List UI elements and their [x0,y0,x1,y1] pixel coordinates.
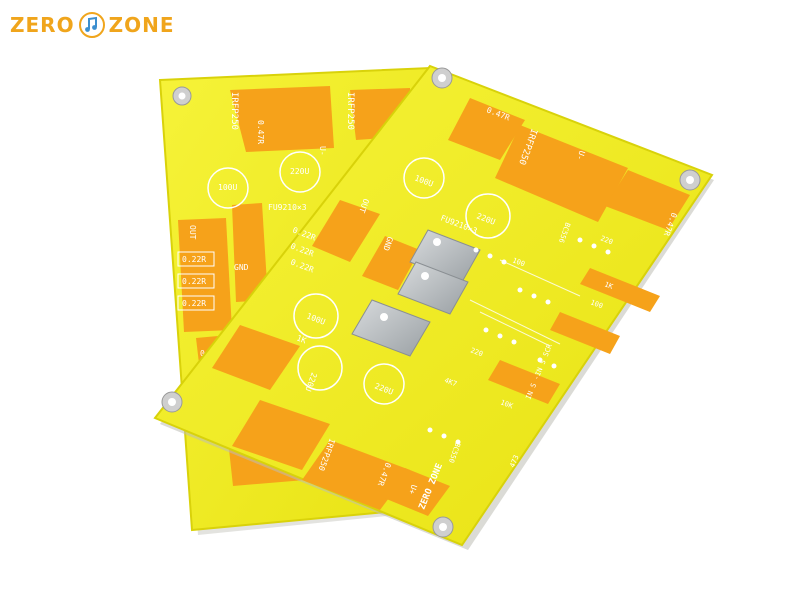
back-res-outline-1 [177,251,215,267]
back-cap-220u-outline [279,151,321,193]
brand-word-left: ZERO [10,13,75,37]
back-u-minus: U- [318,146,327,156]
front-r1k: 1K [603,280,614,291]
front-u-minus: U- [575,149,587,161]
front-heatsink-pad-3 [351,299,431,357]
back-copper-top [230,86,334,152]
brand-word-right: ZONE [108,13,175,37]
front-heatsink-hole-1 [433,238,441,246]
front-copper-zone [384,468,450,516]
front-cap-220u-low-outline [363,363,405,405]
brand-logo: ZERO ZONE [10,8,174,42]
front-traces [469,259,581,347]
front-copper-pad-2 [550,312,620,354]
front-copper-top-right [605,170,690,230]
back-copper-gnd [232,203,268,302]
back-cap-100u: 100U [218,183,237,192]
front-copper-top-left [448,98,525,160]
music-note-icon [78,12,105,38]
front-copper-bottom [302,440,410,510]
back-mount-hole-tl-center [178,92,186,100]
back-res-1: 0.22R [182,255,206,264]
front-board: 0.47R IRFP250 U- 0.47R 100U FU9210×3 220… [153,64,714,550]
back-out: OUT [188,225,197,240]
back-res-outline-2 [177,273,215,289]
front-mount-hole-left-center [168,398,176,406]
back-cap-100u-outline [207,167,249,209]
front-copper-gnd [362,236,420,290]
front-k1: 1K [295,333,307,345]
back-ref-top-left: IRFP250 [229,92,239,130]
front-cap-220u-top-outline [465,193,511,239]
front-mount-hole-right-center [686,176,694,184]
back-res-3: 0.22R [182,299,206,308]
front-copper-out [312,200,380,262]
front-mount-hole-bottom-center [439,523,447,531]
back-copper-out [178,218,232,332]
front-heatsink-pad-2 [397,261,469,315]
front-copper-pad-1 [488,360,560,404]
front-copper-low [232,400,330,470]
front-mount-hole-top-center [438,74,446,82]
front-copper-mid-left [212,325,300,390]
back-res-top: 0.47R [256,120,265,144]
front-heatsink-hole-3 [380,313,388,321]
back-ref-top-right: IRFP250 [345,92,355,130]
front-cap-220u-mid-outline [297,345,343,391]
back-res-outline-3 [177,295,215,311]
back-fu: FU9210×3 [268,203,307,212]
front-u-plus: U+ [407,483,419,495]
front-cap-100u-mid-outline [293,293,339,339]
front-heatsink-hole-2 [421,272,429,280]
front-cap-100u-top-outline [403,157,445,199]
back-res-2: 0.22R [182,277,206,286]
front-pin-holes [427,237,611,445]
front-copper-pad-3 [580,268,660,312]
back-cap-220u: 220U [290,167,309,176]
front-copper-top [495,125,628,222]
back-gnd: GND [234,263,249,272]
